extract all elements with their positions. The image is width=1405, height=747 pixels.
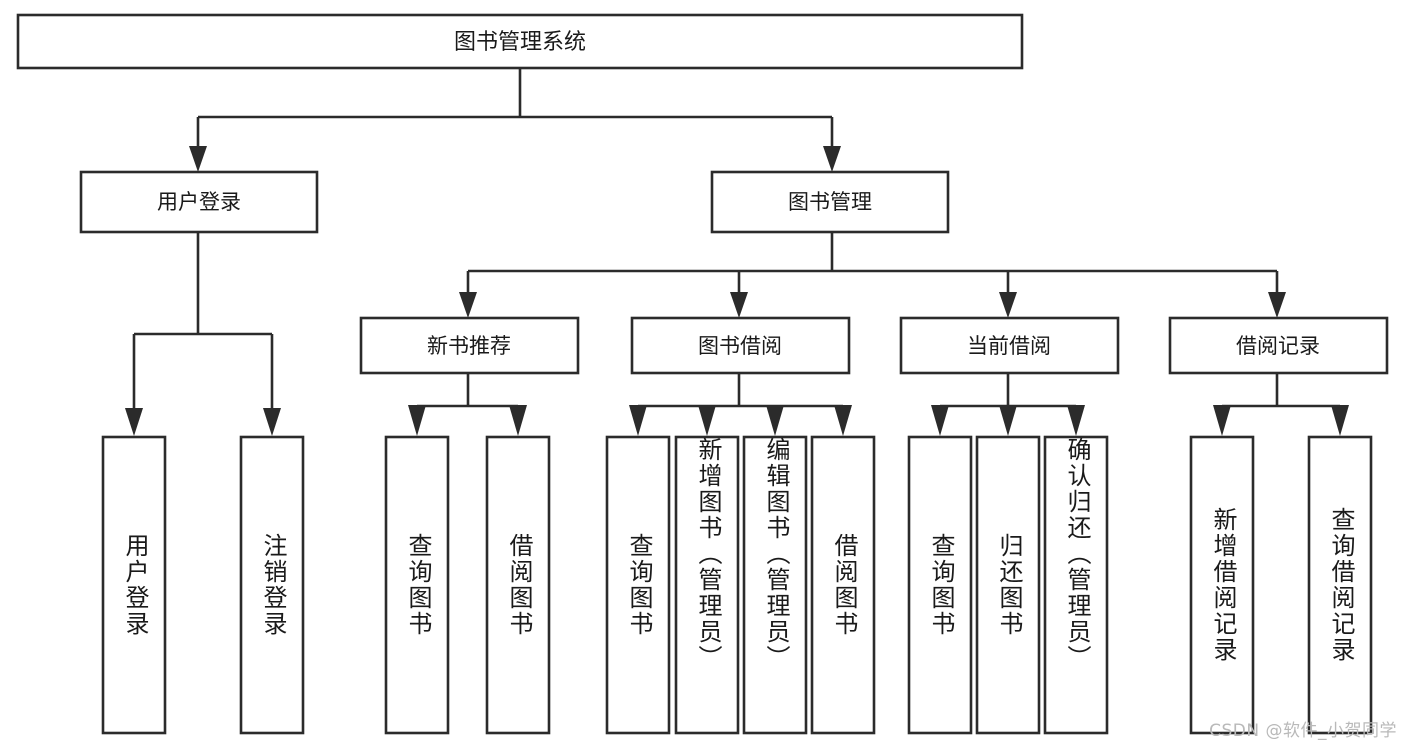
node-root[interactable]: 图书管理系统 xyxy=(16,13,1024,70)
arrowhead-book-borrow xyxy=(730,292,748,318)
arrowhead-current-borrow xyxy=(999,292,1017,318)
arrowhead-leaf-query-book-1 xyxy=(408,405,426,436)
node-book-borrow-label: 图书借阅 xyxy=(698,334,782,358)
arrowhead-leaf-query-record xyxy=(1331,405,1349,436)
node-user-login[interactable]: 用户登录 xyxy=(79,170,319,234)
leaf-box-borrow-book-1[interactable] xyxy=(485,435,551,735)
node-new-book-recommend-box[interactable] xyxy=(359,316,580,375)
leaf-box-query-book-1[interactable] xyxy=(384,435,450,735)
node-borrow-record-box[interactable] xyxy=(1168,316,1389,375)
node-book-manage[interactable]: 图书管理 xyxy=(710,170,950,234)
arrowhead-leaf-borrow-book-2 xyxy=(834,405,852,436)
leaf-box-query-book-2[interactable] xyxy=(605,435,671,735)
arrowhead-user-login xyxy=(189,146,207,172)
node-new-book-recommend[interactable]: 新书推荐 xyxy=(359,316,580,375)
arrowhead-book-manage xyxy=(823,146,841,172)
arrowhead-leaf-user-login xyxy=(125,408,143,436)
leaf-box-confirm-return[interactable] xyxy=(1043,435,1109,735)
node-root-box[interactable] xyxy=(16,13,1024,70)
arrowhead-leaf-query-book-3 xyxy=(931,405,949,436)
arrowhead-leaf-borrow-book-1 xyxy=(509,405,527,436)
leaf-box-return-book[interactable] xyxy=(975,435,1041,735)
arrowhead-leaf-query-book-2 xyxy=(629,405,647,436)
csdn-watermark: CSDN @软件_小贺同学 xyxy=(1209,721,1397,741)
leaf-box-edit-book[interactable] xyxy=(742,435,808,735)
connector-layer xyxy=(125,68,1349,436)
node-borrow-record-label: 借阅记录 xyxy=(1236,334,1320,358)
arrowhead-leaf-add-book xyxy=(698,405,716,436)
arrowhead-leaf-edit-book xyxy=(766,405,784,436)
leaf-box-add-book[interactable] xyxy=(674,435,740,735)
leaf-box-borrow-book-2[interactable] xyxy=(810,435,876,735)
arrowhead-leaf-add-record xyxy=(1213,405,1231,436)
node-book-manage-label: 图书管理 xyxy=(788,190,872,214)
node-borrow-record[interactable]: 借阅记录 xyxy=(1168,316,1389,375)
arrowhead-new-book-recommend xyxy=(459,292,477,318)
leaf-box-query-record[interactable] xyxy=(1307,435,1373,735)
arrowhead-leaf-confirm-return xyxy=(1067,405,1085,436)
node-book-borrow[interactable]: 图书借阅 xyxy=(630,316,851,375)
leaf-box-user-logout[interactable] xyxy=(239,435,305,735)
node-new-book-recommend-label: 新书推荐 xyxy=(427,334,511,358)
node-book-manage-box[interactable] xyxy=(710,170,950,234)
arrowhead-leaf-return-book xyxy=(999,405,1017,436)
node-user-login-label: 用户登录 xyxy=(157,190,241,214)
node-current-borrow-label: 当前借阅 xyxy=(967,334,1051,358)
node-current-borrow[interactable]: 当前借阅 xyxy=(899,316,1120,375)
node-book-borrow-box[interactable] xyxy=(630,316,851,375)
leaf-box-add-record[interactable] xyxy=(1189,435,1255,735)
leaf-layer xyxy=(101,435,1373,735)
arrowhead-leaf-user-logout xyxy=(263,408,281,436)
leaf-box-user-login[interactable] xyxy=(101,435,167,735)
arrowhead-borrow-record xyxy=(1268,292,1286,318)
leaf-box-query-book-3[interactable] xyxy=(907,435,973,735)
node-root-label: 图书管理系统 xyxy=(454,30,586,55)
node-user-login-box[interactable] xyxy=(79,170,319,234)
node-current-borrow-box[interactable] xyxy=(899,316,1120,375)
